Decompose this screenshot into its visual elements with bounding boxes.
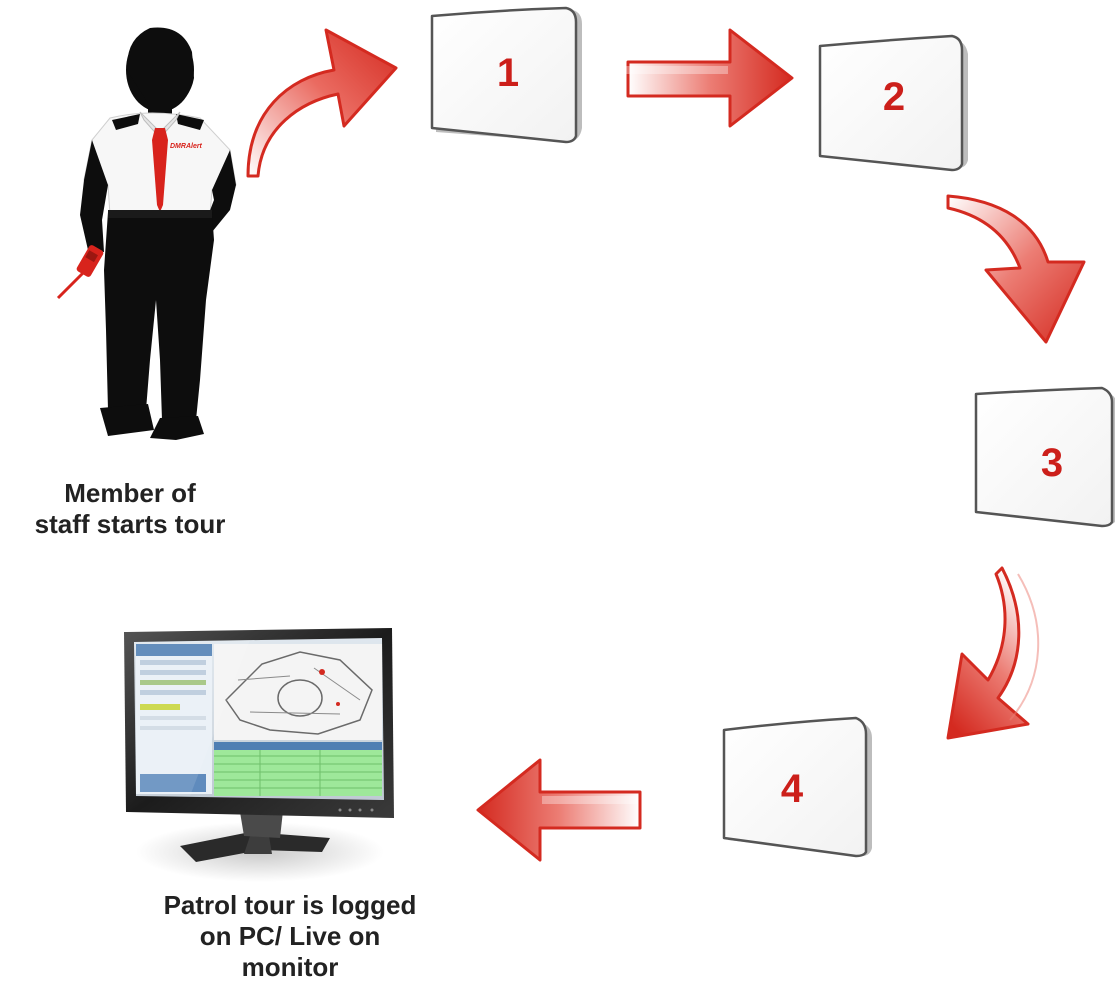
end-caption-line-2: on PC/ Live on bbox=[199, 921, 381, 952]
start-caption: Member of staff starts tour bbox=[0, 478, 260, 540]
monitor-icon bbox=[124, 628, 394, 882]
checkpoint-card-2: 2 bbox=[818, 34, 968, 172]
start-caption-line-2: staff starts tour bbox=[34, 509, 226, 540]
checkpoint-number-4: 4 bbox=[781, 767, 804, 811]
checkpoint-number-2: 2 bbox=[883, 75, 905, 119]
guard-silhouette-icon: DMRAlert bbox=[80, 27, 237, 440]
end-caption: Patrol tour is logged on PC/ Live on mon… bbox=[110, 890, 470, 984]
arrow-checkpoint-4-to-pc bbox=[476, 758, 642, 862]
arrow-to-checkpoint-1 bbox=[246, 28, 398, 178]
checkpoint-number-3: 3 bbox=[1041, 441, 1063, 485]
shirt-badge: DMRAlert bbox=[170, 143, 203, 150]
checkpoint-card-1: 1 bbox=[430, 6, 582, 144]
end-caption-line-3: monitor bbox=[241, 952, 339, 983]
checkpoint-card-3: 3 bbox=[974, 386, 1115, 528]
end-caption-line-1: Patrol tour is logged bbox=[163, 890, 417, 920]
checkpoint-card-4: 4 bbox=[722, 716, 872, 858]
arrow-checkpoint-1-to-2 bbox=[626, 28, 794, 128]
arrow-checkpoint-3-to-4 bbox=[946, 566, 1030, 740]
arrow-checkpoint-2-to-3 bbox=[946, 194, 1086, 344]
checkpoint-number-1: 1 bbox=[497, 51, 519, 95]
radio-icon bbox=[56, 245, 104, 300]
start-caption-line-1: Member of bbox=[64, 478, 196, 508]
